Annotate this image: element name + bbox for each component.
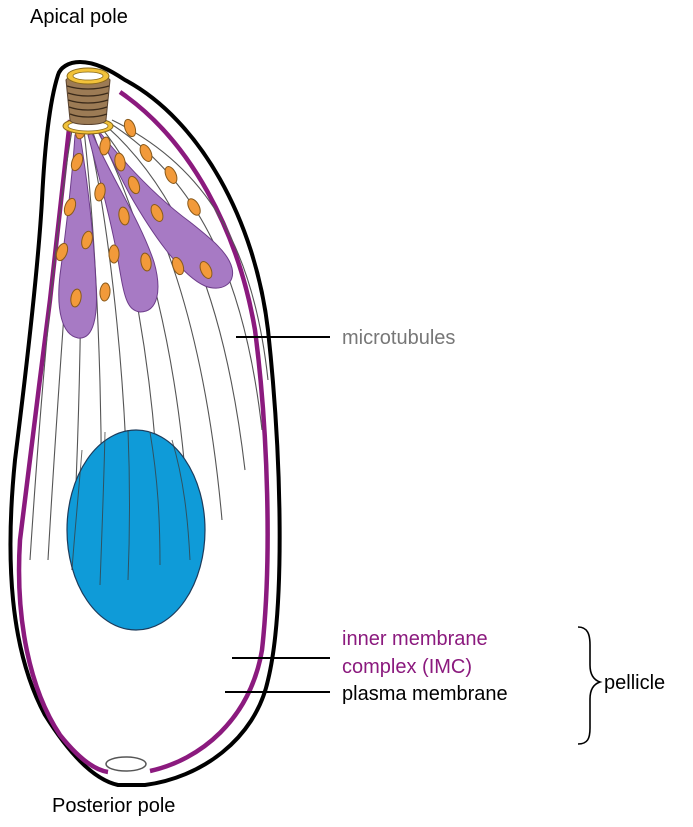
imc-label-line1: inner membrane [342, 628, 488, 650]
apical-pole-label: Apical pole [30, 6, 128, 28]
microtubules-label: microtubules [342, 327, 455, 349]
posterior-ring [106, 757, 146, 771]
pellicle-brace [578, 627, 600, 744]
plasma-membrane-outline [10, 62, 279, 785]
posterior-pole-label: Posterior pole [52, 795, 175, 817]
pellicle-label: pellicle [604, 672, 665, 694]
conoid [63, 68, 113, 134]
plasma-membrane-label: plasma membrane [342, 683, 508, 705]
imc-label-line2: complex (IMC) [342, 656, 472, 678]
nucleus [67, 430, 205, 630]
